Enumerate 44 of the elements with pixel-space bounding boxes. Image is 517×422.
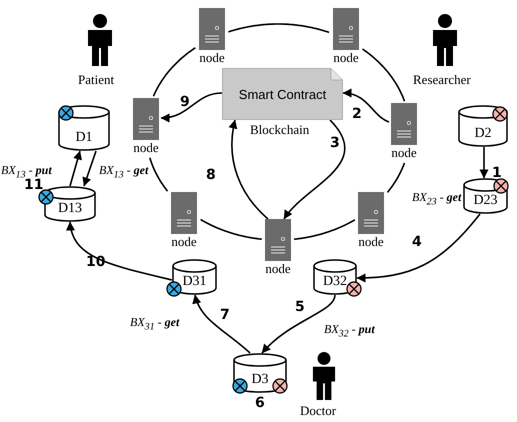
node-label: node [198,51,226,65]
arrow [66,222,172,281]
arrow [283,119,346,220]
database-cylinder: D31 [172,259,217,295]
node-label: node [332,51,360,65]
arrow [356,214,481,282]
arrow [261,294,336,354]
ring-line [386,162,406,193]
node-label: node [357,235,385,249]
step-number: 3 [330,136,340,151]
role-label: Doctor [300,403,336,418]
role-label: Patient [78,72,114,87]
ring-line [200,218,262,240]
arrow [192,294,251,354]
step-number: 2 [352,107,362,122]
arrow [160,92,222,122]
ring-line [152,47,196,96]
ring-line [362,48,406,102]
ring-line [294,219,356,240]
step-number: 6 [255,396,265,411]
document-shape: Smart Contract [222,68,343,120]
database-cylinder: D13 [44,186,96,222]
arrow [69,150,82,186]
step-number: 1 [492,166,502,181]
role-label: Researcher [413,72,471,87]
step-number: 5 [295,300,305,315]
node-label: node [170,235,198,249]
arrow [342,89,390,123]
node-label: node [390,146,418,160]
ring-label: Blockchain [250,122,310,137]
step-number: 4 [412,235,422,250]
step-number: 9 [180,95,190,110]
step-number: 7 [220,308,230,323]
database-cylinder: D2 [458,105,508,147]
node-label: node [132,141,160,155]
arrow [82,150,97,186]
database-cylinder: D32 [313,259,357,295]
ring-line [228,23,330,34]
node-label: node [264,262,292,276]
arrow [480,147,488,178]
database-cylinder: D1 [58,105,110,151]
arrow [228,120,269,220]
ring-line [149,158,168,192]
step-number: 8 [206,168,216,183]
